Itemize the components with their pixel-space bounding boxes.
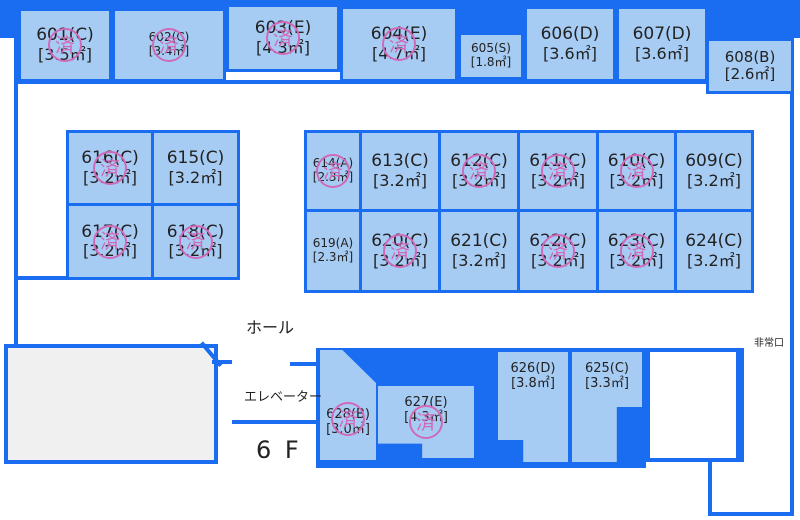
room-size: [3.6㎡] xyxy=(543,43,597,63)
room-size: [3.2㎡] xyxy=(373,170,427,190)
room-size: [3.2㎡] xyxy=(373,250,427,270)
room-name: 624(C) xyxy=(685,231,743,252)
wall-elevator-right-2 xyxy=(232,420,320,424)
room-size: [3.2㎡] xyxy=(687,250,741,270)
room-608[interactable]: 608(B) [2.6㎡] xyxy=(706,38,794,94)
room-name: 601(C) xyxy=(36,25,94,46)
room-name: 610(C) xyxy=(607,151,666,172)
room-623[interactable]: 623(C) [3.2㎡] 済 xyxy=(596,209,677,293)
room-607[interactable]: 607(D) [3.6㎡] xyxy=(616,6,708,82)
room-name: 625(C) xyxy=(584,361,630,376)
room-size: [3.2㎡] xyxy=(452,170,506,190)
room-size: [3.2㎡] xyxy=(609,250,664,270)
room-601[interactable]: 601(C) [3.5㎡] 済 xyxy=(18,8,112,82)
room-name: 609(C) xyxy=(685,151,743,172)
room-name: 604(E) xyxy=(370,24,428,45)
room-name: 606(D) xyxy=(540,24,600,45)
room-name: 626(D) xyxy=(510,361,556,376)
room-size: [3.2㎡] xyxy=(609,170,664,190)
room-name: 627(E) xyxy=(404,395,448,410)
room-name: 616(C) xyxy=(81,148,139,169)
room-617[interactable]: 617(C) [3.2㎡] 済 xyxy=(66,203,154,280)
room-622[interactable]: 622(C) [3.2㎡] 済 xyxy=(517,209,599,293)
room-size: [3.5㎡] xyxy=(38,44,92,64)
outer-wall-top-inner xyxy=(14,80,708,84)
room-size: [2.3㎡] xyxy=(312,250,354,264)
room-size: [3.4㎡] xyxy=(148,44,190,58)
room-size: [1.8㎡] xyxy=(470,55,512,69)
room-name: 607(D) xyxy=(632,24,692,45)
room-616[interactable]: 616(C) [3.2㎡] 済 xyxy=(66,130,154,206)
room-606[interactable]: 606(D) [3.6㎡] xyxy=(524,6,616,82)
room-size: [4.3㎡] xyxy=(404,409,448,425)
room-604[interactable]: 604(E) [4.7㎡] 済 xyxy=(340,6,458,82)
elevator-stair-area xyxy=(4,344,218,464)
room-size: [3.8㎡] xyxy=(511,375,555,391)
room-624[interactable]: 624(C) [3.2㎡] xyxy=(674,209,754,293)
wall-west-block-bottom xyxy=(14,276,70,280)
room-620[interactable]: 620(C) [3.2㎡] 済 xyxy=(359,209,441,293)
room-name: 605(S) xyxy=(471,41,511,56)
room-name: 617(C) xyxy=(81,221,139,242)
wall-bottom-right-side xyxy=(708,460,712,516)
room-name: 628(B) xyxy=(326,407,370,423)
room-size: [3.2㎡] xyxy=(83,241,137,261)
room-size: [3.2㎡] xyxy=(531,250,585,270)
room-name: 613(C) xyxy=(371,151,429,172)
floor-label: 6 F xyxy=(256,436,302,464)
room-609[interactable]: 609(C) [3.2㎡] xyxy=(674,130,754,212)
room-size: [3.6㎡] xyxy=(635,43,689,63)
room-name: 608(B) xyxy=(724,47,776,66)
room-610[interactable]: 610(C) [3.2㎡] 済 xyxy=(596,130,677,212)
room-name: 619(A) xyxy=(312,236,354,251)
emergency-exit-label: 非常口 xyxy=(754,338,784,349)
room-name: 618(C) xyxy=(166,221,225,242)
room-name: 611(C) xyxy=(529,151,587,172)
room-size: [3.3㎡] xyxy=(585,375,629,391)
room-size: [3.0㎡] xyxy=(326,422,370,438)
room-size: [3.2㎡] xyxy=(531,170,585,190)
hall-label: ホール xyxy=(246,318,295,337)
room-name: 623(C) xyxy=(607,231,666,252)
room-name: 614(A) xyxy=(312,156,354,171)
room-size: [3.2㎡] xyxy=(168,167,223,187)
room-602[interactable]: 602(C) [3.4㎡] 済 xyxy=(112,8,226,82)
room-615[interactable]: 615(C) [3.2㎡] xyxy=(151,130,240,206)
room-name: 622(C) xyxy=(529,231,587,252)
south-right-wall xyxy=(740,348,744,462)
room-611[interactable]: 611(C) [3.2㎡] 済 xyxy=(517,130,599,212)
room-614[interactable]: 614(A) [2.3㎡] 済 xyxy=(304,130,362,212)
room-size: [3.2㎡] xyxy=(452,250,506,270)
room-621[interactable]: 621(C) [3.2㎡] xyxy=(438,209,520,293)
room-605[interactable]: 605(S) [1.8㎡] xyxy=(458,32,524,80)
room-619[interactable]: 619(A) [2.3㎡] xyxy=(304,209,362,293)
room-size: [4.3㎡] xyxy=(256,37,310,57)
room-size: [3.2㎡] xyxy=(687,170,741,190)
room-name: 620(C) xyxy=(371,231,429,252)
room-name: 603(E) xyxy=(254,18,312,39)
room-size: [2.3㎡] xyxy=(312,170,354,184)
wall-elevator-right xyxy=(290,362,320,366)
room-size: [4.7㎡] xyxy=(372,43,426,63)
wall-bottom-right xyxy=(708,512,794,516)
outer-wall-right xyxy=(790,92,794,516)
room-size: [3.2㎡] xyxy=(168,241,223,261)
room-603[interactable]: 603(E) [4.3㎡] 済 xyxy=(226,4,340,72)
room-vacant-space xyxy=(646,348,740,462)
room-name: 602(C) xyxy=(148,30,190,45)
room-618[interactable]: 618(C) [3.2㎡] 済 xyxy=(151,203,240,280)
room-size: [2.6㎡] xyxy=(724,65,776,83)
elevator-wall-stub xyxy=(212,360,232,364)
room-name: 621(C) xyxy=(450,231,508,252)
room-name: 612(C) xyxy=(450,151,508,172)
room-613[interactable]: 613(C) [3.2㎡] xyxy=(359,130,441,212)
outer-wall-left xyxy=(14,36,18,346)
room-size: [3.2㎡] xyxy=(83,167,137,187)
room-name: 615(C) xyxy=(166,148,225,169)
room-612[interactable]: 612(C) [3.2㎡] 済 xyxy=(438,130,520,212)
elevator-label: エレベーター xyxy=(244,390,323,405)
